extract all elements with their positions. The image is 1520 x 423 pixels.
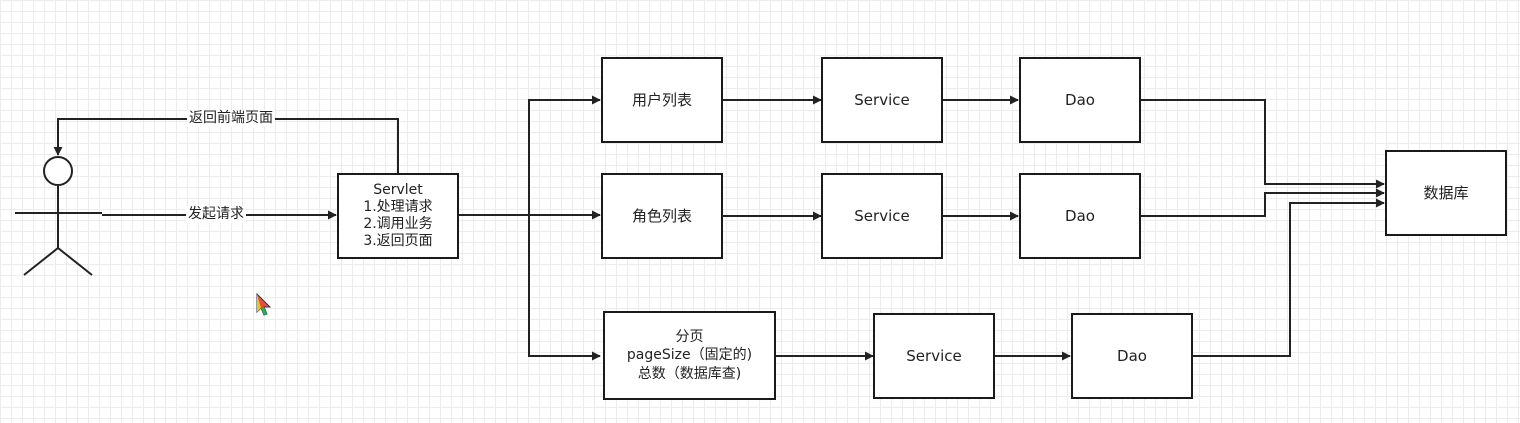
edge-return-page xyxy=(53,118,399,173)
servlet-item-call: 2.调用业务 xyxy=(363,216,433,232)
service-box-page: Service xyxy=(873,313,995,399)
servlet-item-handle: 1.处理请求 xyxy=(363,198,433,215)
label-return-page: 返回前端页面 xyxy=(187,110,275,127)
user-list-box: 用户列表 xyxy=(601,57,723,143)
role-list-label: 角色列表 xyxy=(631,206,692,225)
servlet-title: Servlet xyxy=(373,181,423,198)
service-box-role: Service xyxy=(821,173,943,259)
database-box: 数据库 xyxy=(1385,150,1507,236)
edge-servlet-userlist xyxy=(528,95,601,215)
role-list-box: 角色列表 xyxy=(601,173,723,259)
dao-box-user: Dao xyxy=(1019,57,1141,143)
service-label: Service xyxy=(906,346,962,365)
edge-dao-db-2 xyxy=(1141,188,1385,217)
dao-label: Dao xyxy=(1117,346,1147,365)
dao-label: Dao xyxy=(1065,90,1095,109)
actor-figure xyxy=(15,156,102,276)
user-list-label: 用户列表 xyxy=(631,90,692,109)
service-label: Service xyxy=(854,90,910,109)
service-label: Service xyxy=(854,206,910,225)
pagination-box: 分页 pageSize（固定的) 总数（数据库查) xyxy=(603,311,776,400)
dao-label: Dao xyxy=(1065,206,1095,225)
database-label: 数据库 xyxy=(1423,183,1469,202)
servlet-box: Servlet 1.处理请求 2.调用业务 3.返回页面 xyxy=(337,173,459,259)
service-box-user: Service xyxy=(821,57,943,143)
edge-servlet-pagination xyxy=(528,215,601,361)
pagination-total: 总数（数据库查) xyxy=(637,365,742,382)
dao-box-page: Dao xyxy=(1071,313,1193,399)
edge-dao-db-1 xyxy=(1141,99,1385,189)
label-send-request: 发起请求 xyxy=(186,206,246,223)
edge-dao-db-3 xyxy=(1193,198,1385,357)
dao-box-role: Dao xyxy=(1019,173,1141,259)
pagination-pagesize: pageSize（固定的) xyxy=(626,347,753,364)
mouse-pointer-icon xyxy=(256,293,272,316)
servlet-item-return: 3.返回页面 xyxy=(363,233,433,250)
pagination-title: 分页 xyxy=(675,329,704,346)
